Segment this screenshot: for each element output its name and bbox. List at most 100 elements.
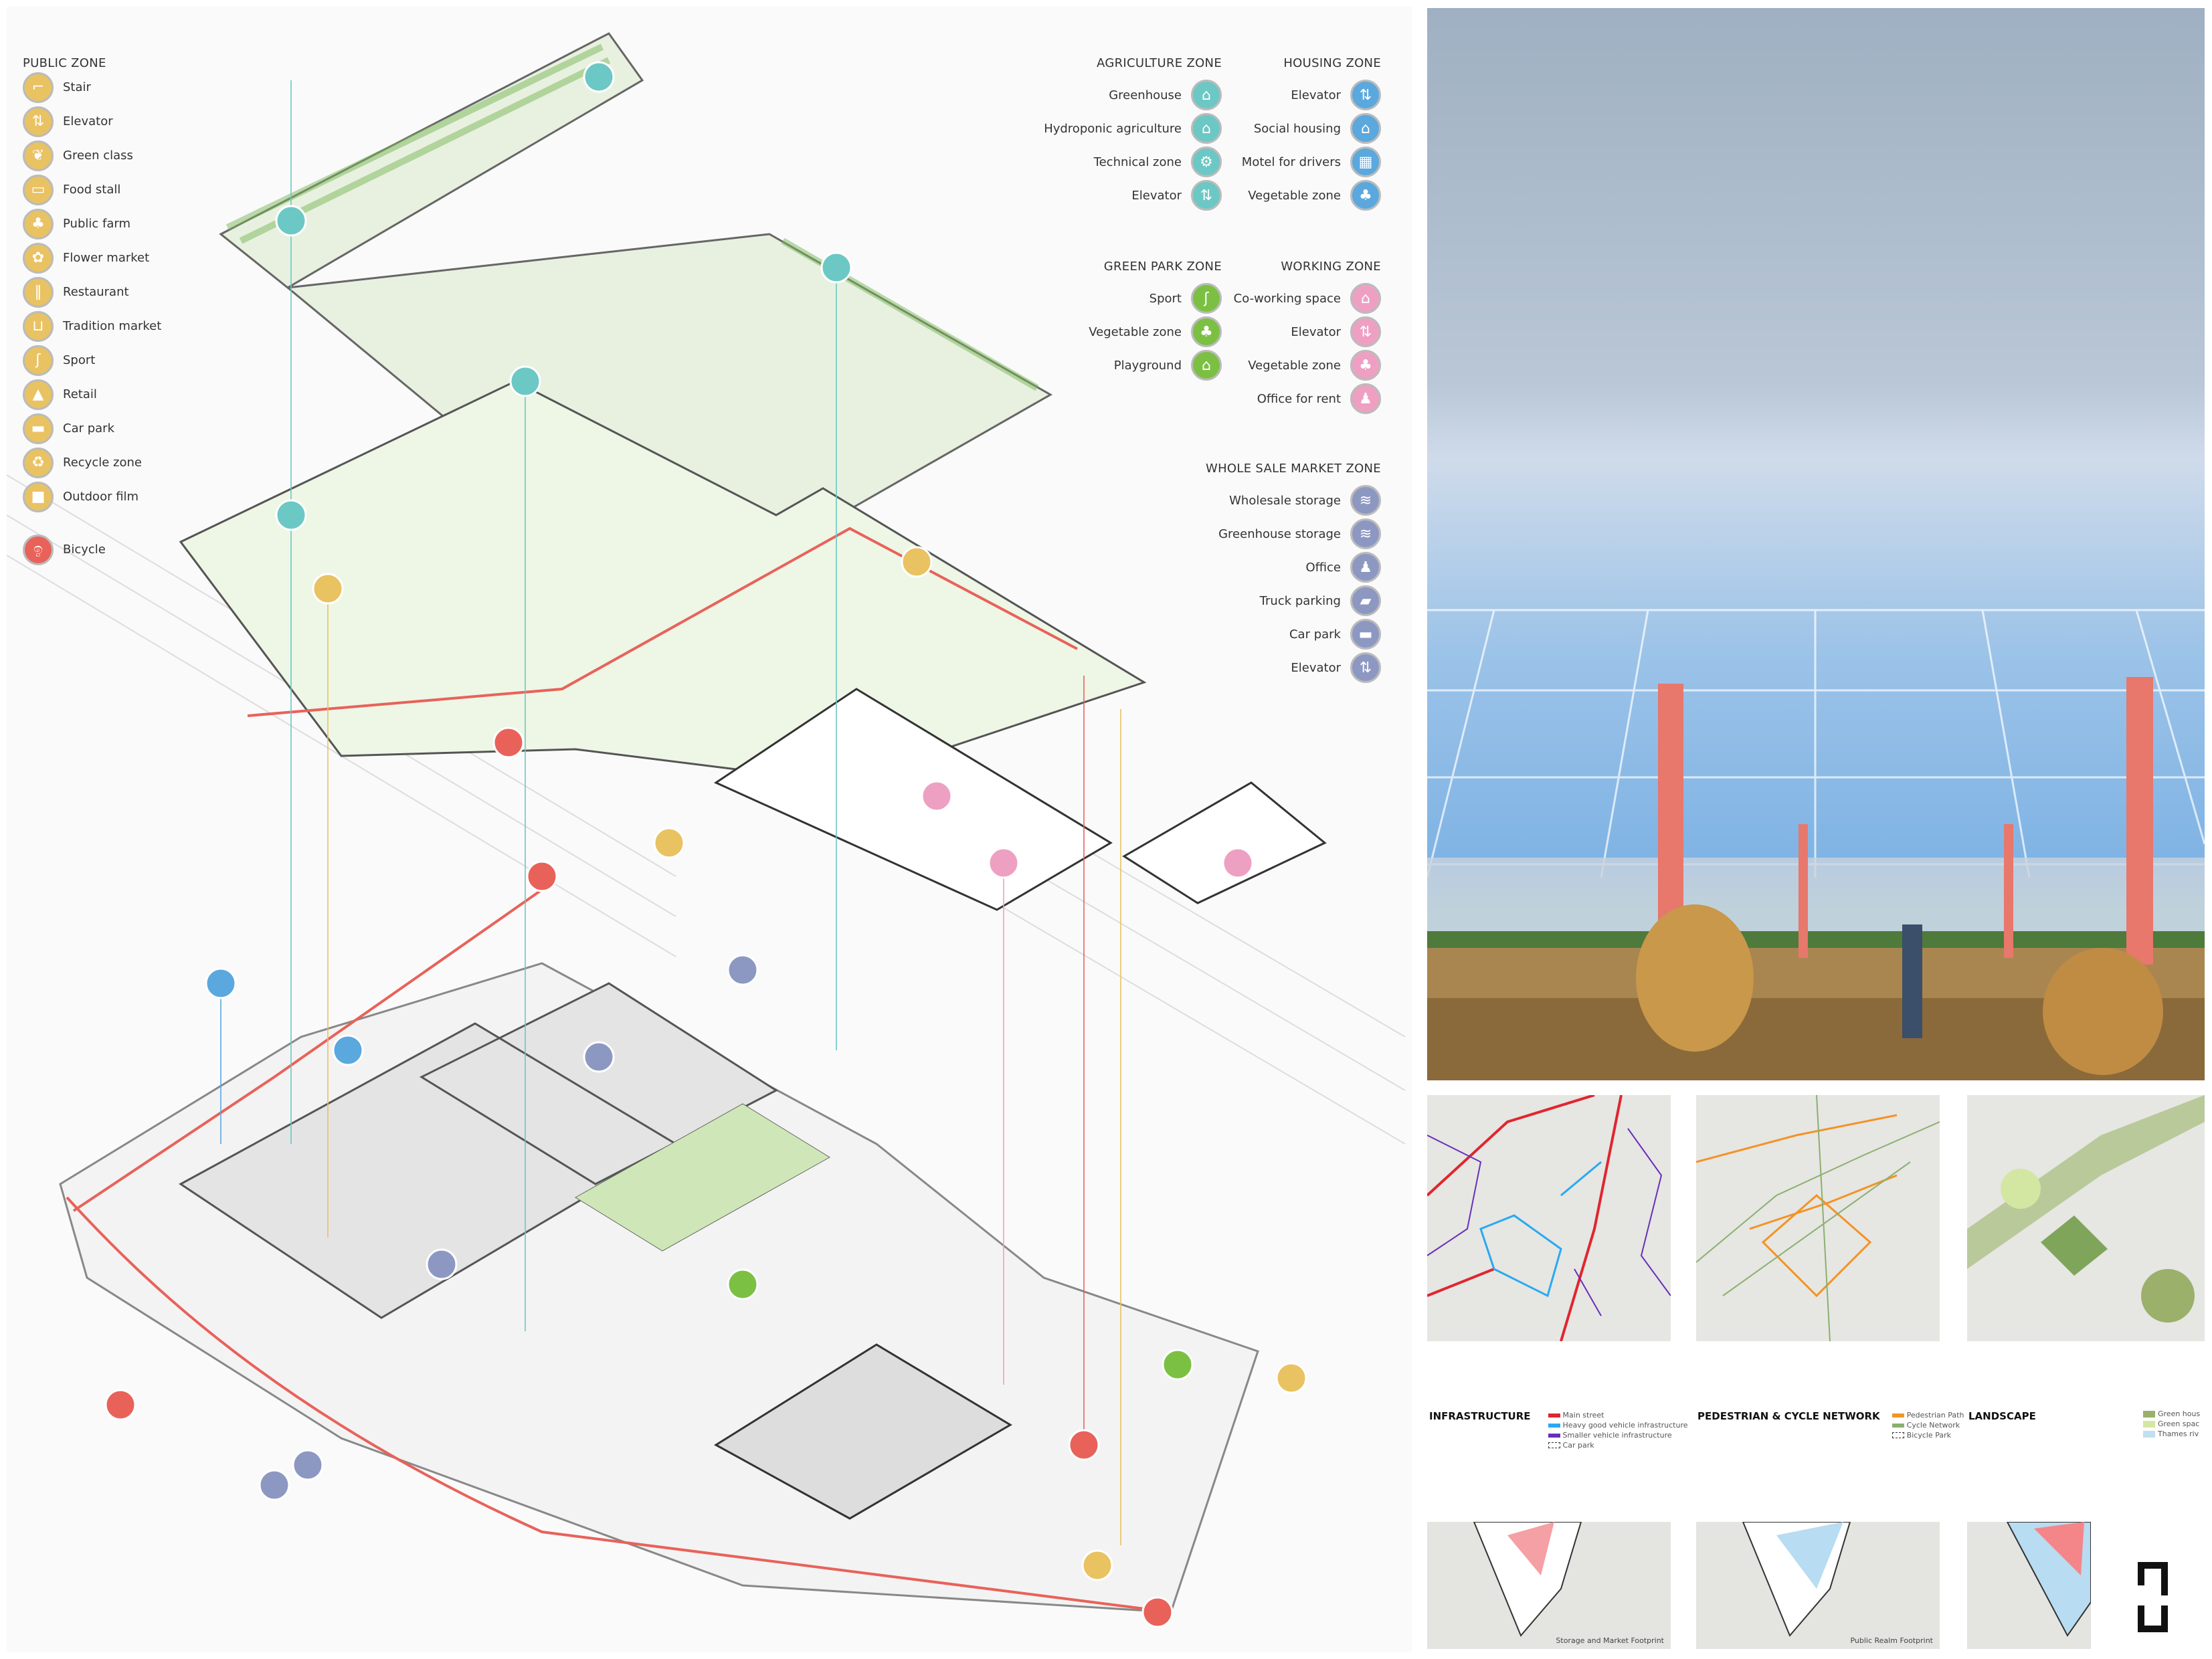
legend-swatch xyxy=(1892,1423,1904,1428)
legend-item: ♟ Office xyxy=(1218,551,1381,584)
legend-item: ⌂ Co-working space xyxy=(1234,282,1381,315)
legend-label: Bicycle xyxy=(63,543,106,557)
legend-item: ⌂Hydroponic agriculture xyxy=(1044,112,1222,145)
legend-item: ⌐Stair xyxy=(23,70,161,104)
flower-icon: ✿ xyxy=(23,242,54,274)
legend-label: Motel for drivers xyxy=(1241,155,1341,169)
public-zone-legend: PUBLIC ZONE ⌐Stair⇅Elevator❦Green class▭… xyxy=(23,56,161,567)
working-level xyxy=(713,688,1327,911)
legend-item: ❦Green class xyxy=(23,138,161,173)
legend-label: Public farm xyxy=(63,217,130,231)
legend-label: Green class xyxy=(63,149,133,163)
legend-item: ⌂Greenhouse xyxy=(1044,78,1222,112)
legend-label: Pedestrian Path xyxy=(1906,1411,1964,1420)
elevator-icon: ⇅ xyxy=(1350,652,1381,683)
pink-column xyxy=(2126,677,2153,965)
legend-label: Co-working space xyxy=(1233,291,1341,306)
legend-item: ⇅Elevator xyxy=(23,104,161,138)
map-legend-item: Heavy good vehicle infrastructure xyxy=(1548,1420,1688,1430)
map-legend-item: Green hous xyxy=(2143,1409,2212,1419)
legend-label: Vegetable zone xyxy=(1089,324,1182,339)
legend-label: Food stall xyxy=(63,183,121,197)
legend-label: Elevator xyxy=(1291,660,1341,675)
stair-icon: ⌐ xyxy=(23,72,54,103)
car-icon: ▬ xyxy=(23,413,54,444)
person-icon: ♟ xyxy=(1350,383,1381,414)
legend-label: Green hous xyxy=(2158,1409,2201,1418)
legend-label: Bicycle Park xyxy=(1906,1431,1951,1440)
recycle-icon: ♻ xyxy=(23,447,54,478)
legend-label: Green spac xyxy=(2158,1420,2200,1428)
slide-icon: ⌂ xyxy=(1191,350,1222,381)
legend-swatch xyxy=(2143,1430,2155,1438)
legend-label: Elevator xyxy=(1291,324,1341,339)
legend-label: Office xyxy=(1305,560,1341,575)
legend-label: Wholesale storage xyxy=(1229,493,1341,508)
logo xyxy=(2091,1532,2205,1649)
map-legend-item: Cycle Network xyxy=(1892,1420,1964,1430)
infrastructure-map xyxy=(1427,1095,1671,1341)
legend-label: Cycle Network xyxy=(1906,1421,1960,1430)
legend-swatch xyxy=(1892,1432,1904,1438)
legend-item: ▰ Truck parking xyxy=(1218,584,1381,617)
legend-item: ♣Vegetable zone xyxy=(1234,349,1381,382)
legend-item: ⚙Technical zone xyxy=(1044,145,1222,179)
pedestrian-cycle-map xyxy=(1696,1095,1940,1341)
map-legend-item: Thames riv xyxy=(2143,1429,2212,1439)
green-park-zone-title: GREEN PARK ZONE xyxy=(1103,260,1222,274)
legend-label: Truck parking xyxy=(1259,593,1341,608)
tree-icon: ♣ xyxy=(23,208,54,239)
legend-item: ♟Office for rent xyxy=(1234,382,1381,415)
legend-label: Car park xyxy=(1289,627,1341,642)
public-realm-footprint-map: Public Realm Footprint xyxy=(1696,1522,1940,1649)
hay-bale xyxy=(2043,948,2163,1075)
legend-label: Social housing xyxy=(1253,121,1341,136)
housing-zone-title: HOUSING ZONE xyxy=(1283,56,1381,70)
legend-label: Flower market xyxy=(63,251,150,265)
legend-item: ♻ Recycle zone xyxy=(23,446,161,480)
legend-label: Recycle zone xyxy=(63,456,142,470)
storage-icon: ≋ xyxy=(1350,518,1381,549)
elevator-icon: ⇅ xyxy=(1350,316,1381,347)
hay-bale xyxy=(1636,904,1754,1052)
legend-label: Sport xyxy=(1149,291,1182,306)
middle-park-level xyxy=(179,380,1147,784)
legend-item: ▦Motel for drivers xyxy=(1242,145,1381,179)
legend-item: ▭ Food stall xyxy=(23,173,161,207)
basket-icon: ⊔ xyxy=(23,310,54,342)
city-skyline xyxy=(1427,858,2205,938)
legend-item: ✿ Flower market xyxy=(23,241,161,275)
food-stall-icon: ▭ xyxy=(23,174,54,205)
tree-icon: ♣ xyxy=(1350,350,1381,381)
working-zone-legend: WORKING ZONE⌂Co-working space⇅Elevator♣V… xyxy=(1234,260,1381,415)
legend-label: Sport xyxy=(63,353,96,367)
legend-label: Outdoor film xyxy=(63,490,139,504)
legend-label: Retail xyxy=(63,387,97,401)
housing-zone-legend: HOUSING ZONE⇅Elevator⌂Social housing▦Mot… xyxy=(1242,56,1381,212)
map-legend-item: Green spac xyxy=(2143,1419,2212,1429)
legend-item: ▲Retail xyxy=(23,377,161,411)
legend-swatch xyxy=(1548,1423,1560,1428)
map-legend-item: Pedestrian Path xyxy=(1892,1410,1964,1420)
landscape-title: LANDSCAPE xyxy=(1968,1410,2036,1422)
legend-label: Elevator xyxy=(1291,88,1341,102)
legend-label: Thames riv xyxy=(2158,1430,2199,1438)
legend-label: Technical zone xyxy=(1093,155,1182,169)
person-icon: ♟ xyxy=(1350,552,1381,583)
legend-label: Main street xyxy=(1562,1411,1604,1420)
legend-item: ⇅ Elevator xyxy=(1218,651,1381,684)
legend-item: ≋Greenhouse storage xyxy=(1218,517,1381,551)
elevator-icon: ⇅ xyxy=(23,106,54,137)
footprint-label: Public Realm Footprint xyxy=(1850,1636,1933,1645)
legend-item: ▬Car park xyxy=(23,411,161,446)
meeting-icon: ⌂ xyxy=(1350,283,1381,314)
car-icon: ▬ xyxy=(1350,619,1381,650)
legend-swatch xyxy=(1892,1413,1904,1418)
greenhouse-icon: ⌂ xyxy=(1191,80,1222,110)
truck-icon: ▰ xyxy=(1350,585,1381,616)
footprint-label: Storage and Market Footprint xyxy=(1556,1636,1664,1645)
elevator-icon: ⇅ xyxy=(1350,80,1381,110)
